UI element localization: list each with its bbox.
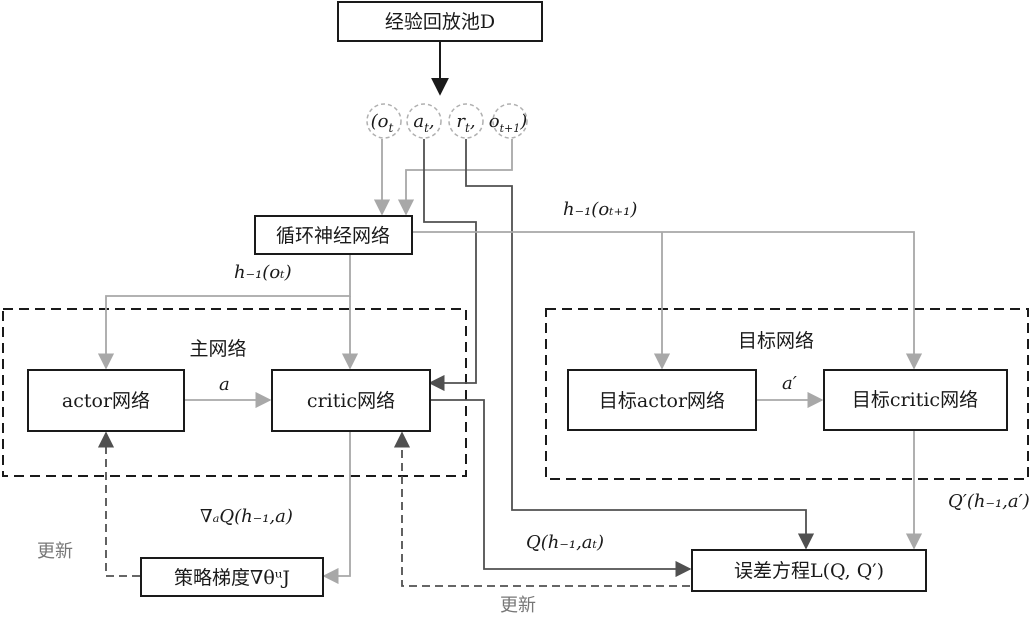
rnn-node: 循环神经网络 — [254, 215, 413, 255]
sample-r-t-symbol: r — [456, 111, 466, 132]
actor-node: actor网络 — [27, 369, 185, 432]
sample-o-t1-symbol: o — [489, 111, 500, 132]
target-network-frame — [545, 308, 1029, 480]
critic-node: critic网络 — [271, 369, 431, 432]
sample-a-t-sub: t — [424, 121, 429, 135]
a-t-to-critic-arrow — [423, 139, 477, 392]
r-t-to-loss-arrow — [465, 139, 815, 550]
main-network-title: 主网络 — [189, 338, 246, 360]
actor-label: actor网络 — [62, 390, 150, 412]
target-actor-label: 目标actor网络 — [599, 390, 725, 412]
loss-label: 误差方程L(Q, Q′) — [734, 560, 884, 582]
critic-to-loss-arrow — [430, 399, 692, 578]
loss-update-critic-arrow — [393, 431, 690, 587]
svg-text:ot+1): ot+1) — [489, 111, 528, 135]
critic-label: critic网络 — [307, 390, 395, 412]
replay-buffer-label: 经验回放池D — [385, 11, 495, 33]
svg-text:at,: at, — [413, 111, 434, 135]
sample-comma-1: , — [429, 111, 435, 132]
edge-label-h-o-t: h₋₁(oₜ) — [234, 262, 292, 283]
o-t1-to-rnn-arrow — [397, 139, 513, 216]
policy-gradient-node: 策略梯度∇θᵘJ — [140, 557, 324, 597]
target-critic-label: 目标critic网络 — [852, 389, 978, 411]
edge-label-q-prime: Q′(h₋₁,a′) — [948, 491, 1030, 512]
edge-label-h-o-t1: h₋₁(oₜ₊₁) — [563, 199, 637, 220]
edge-label-a-prime: a′ — [782, 373, 797, 394]
svg-text:(ot: (ot — [371, 111, 394, 135]
edge-label-a: a — [219, 374, 230, 395]
sample-r-t-sub: t — [465, 121, 470, 135]
edge-label-grad-q: ∇ₐQ(h₋₁,a) — [200, 506, 293, 527]
sample-a-t-symbol: a — [413, 111, 424, 132]
replay-buffer-node: 经验回放池D — [337, 1, 543, 42]
target-actor-node: 目标actor网络 — [567, 369, 757, 431]
target-critic-node: 目标critic网络 — [823, 369, 1008, 431]
sample-o-t: (ot — [366, 103, 402, 139]
sample-close-paren: ) — [519, 111, 527, 132]
main-network-frame — [2, 308, 467, 477]
sample-o-t-sub: t — [389, 121, 394, 135]
sample-o-t1-sub: t+1 — [500, 122, 521, 135]
gradient-update-actor-arrow — [97, 431, 140, 577]
sample-a-t: at, — [406, 103, 442, 139]
loss-node: 误差方程L(Q, Q′) — [691, 549, 927, 592]
edge-label-q-value: Q(h₋₁,aₜ) — [526, 532, 604, 553]
policy-gradient-label: 策略梯度∇θᵘJ — [174, 567, 290, 589]
update-label-bottom: 更新 — [500, 595, 536, 616]
svg-text:rt,: rt, — [456, 111, 475, 135]
sample-o-t1: ot+1) — [489, 103, 528, 139]
update-label-left: 更新 — [37, 541, 73, 562]
critic-to-gradient-arrow — [322, 431, 351, 585]
rnn-to-target-critic-arrow — [412, 231, 923, 370]
sample-r-t: rt, — [448, 103, 484, 139]
target-network-title: 目标网络 — [738, 330, 814, 352]
sample-comma-2: , — [470, 111, 476, 132]
rnn-to-actor-arrow — [97, 255, 351, 370]
sample-o-t-symbol: (o — [371, 111, 389, 132]
rnn-label: 循环神经网络 — [276, 225, 390, 247]
